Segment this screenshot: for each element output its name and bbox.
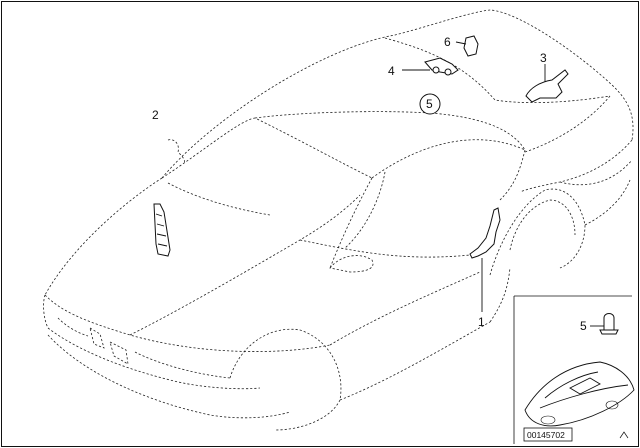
callout-1: 1 bbox=[478, 315, 485, 329]
part-2-pillar-wedge bbox=[153, 203, 171, 257]
callout-5-inset: 5 bbox=[580, 319, 587, 333]
part-5-fastener bbox=[590, 313, 619, 335]
corner-mark bbox=[619, 431, 629, 439]
thumbnail-car bbox=[524, 361, 635, 427]
part-6-mount-block bbox=[455, 35, 479, 57]
part-4-clip-assembly bbox=[402, 57, 459, 76]
part-1-side-support bbox=[469, 207, 501, 312]
callout-4: 4 bbox=[388, 64, 395, 78]
car-outline bbox=[43, 9, 634, 431]
part-5-circled-reference bbox=[419, 93, 441, 115]
inset-panel: 5 bbox=[513, 295, 635, 444]
doc-id-box bbox=[523, 427, 573, 442]
callout-3: 3 bbox=[540, 51, 547, 65]
callout-2: 2 bbox=[152, 108, 159, 122]
callout-6: 6 bbox=[444, 35, 451, 49]
callout-5-circled: 5 bbox=[426, 97, 433, 111]
doc-id: 00145702 bbox=[527, 430, 565, 440]
part-3-trunk-bracket bbox=[525, 64, 569, 103]
